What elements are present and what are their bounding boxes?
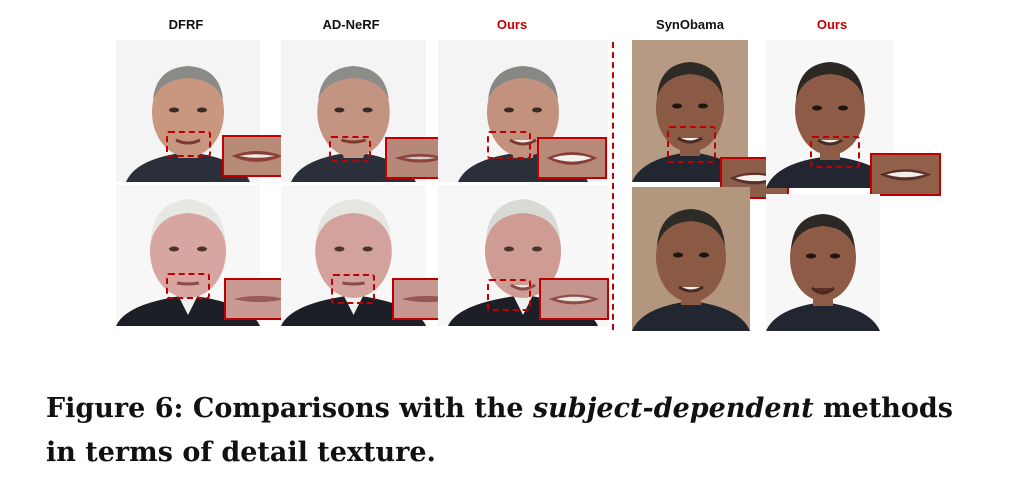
- caption-emphasis: subject-dependent: [532, 393, 814, 424]
- synobama-image-2: [632, 187, 750, 331]
- caption-suffix: methods: [813, 393, 953, 424]
- figure-caption: Figure 6: Comparisons with the subject-d…: [46, 387, 1016, 475]
- column-label-ours-left: Ours: [496, 17, 528, 32]
- mouth-region-marker: [329, 136, 371, 162]
- caption-prefix: Figure 6: Comparisons with the: [46, 393, 533, 424]
- column-label-synobama: SynObama: [656, 17, 724, 32]
- ours-obama-image-right-1: [766, 40, 894, 188]
- mouth-region-marker: [487, 131, 531, 159]
- mouth-region-marker: [331, 274, 375, 304]
- ours-obama-image-right-2: [766, 194, 880, 331]
- mouth-zoom-inset: [539, 278, 609, 320]
- column-label-ad-nerf: AD-NeRF: [322, 17, 380, 32]
- mouth-region-marker: [667, 126, 716, 163]
- mouth-region-marker: [166, 131, 211, 157]
- caption-line-2: in terms of detail texture.: [46, 437, 436, 468]
- dfrf-obama-image: [116, 40, 260, 182]
- mouth-zoom-inset: [537, 137, 607, 179]
- mouth-region-marker: [487, 279, 531, 311]
- section-divider: [612, 42, 614, 330]
- mouth-region-marker: [810, 136, 860, 168]
- mouth-zoom-inset: [870, 153, 941, 196]
- column-label-dfrf: DFRF: [168, 17, 204, 32]
- column-label-ours-right: Ours: [816, 17, 848, 32]
- mouth-region-marker: [166, 273, 210, 299]
- mouth-zoom-inset: [222, 135, 292, 177]
